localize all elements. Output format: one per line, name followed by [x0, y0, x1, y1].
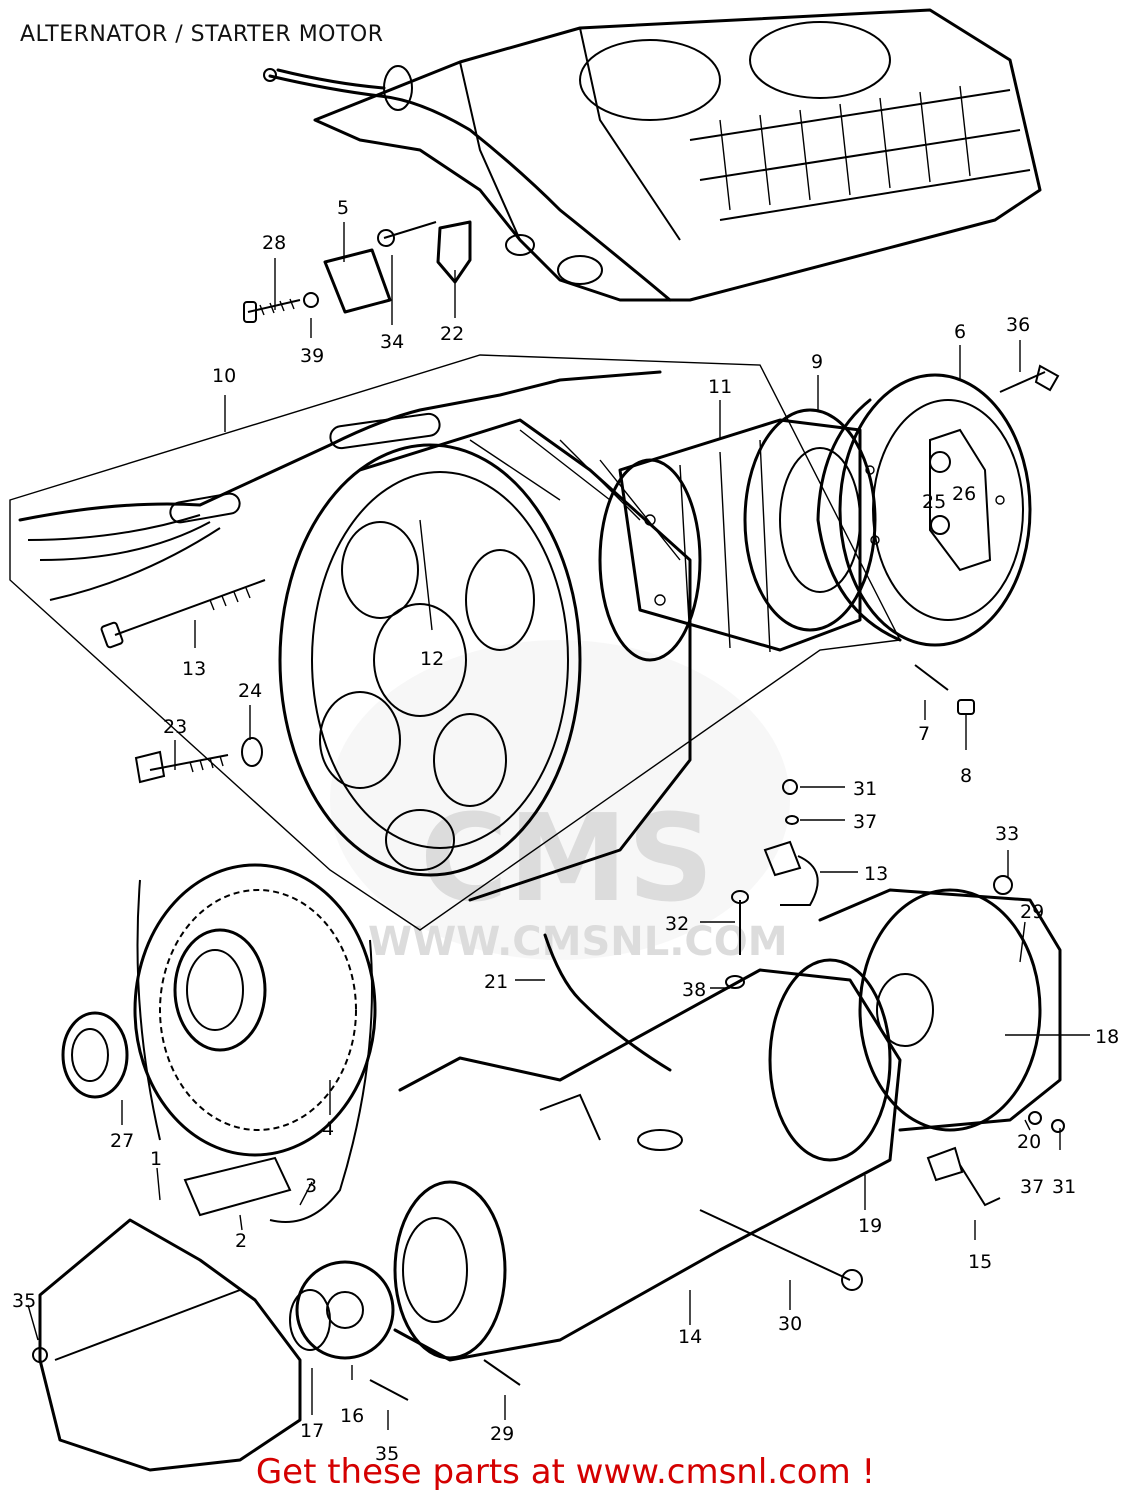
- callout-label: 39: [300, 345, 324, 367]
- callout-label: 30: [778, 1313, 802, 1335]
- footer-cta-link[interactable]: Get these parts at www.cmsnl.com !: [255, 1452, 876, 1492]
- callout-label: 10: [212, 365, 236, 387]
- callout-label: 25: [922, 491, 946, 513]
- callout-label: 9: [811, 351, 823, 373]
- callout-label: 4: [322, 1118, 334, 1140]
- callout-label: 31: [1052, 1176, 1076, 1198]
- callout-label: 37: [853, 811, 877, 833]
- callout-label: 11: [708, 376, 732, 398]
- callout-label: 28: [262, 232, 286, 254]
- callout-label: 29: [1020, 901, 1044, 923]
- callout-label: 8: [960, 765, 972, 787]
- callout-label: 38: [682, 979, 706, 1001]
- callout-label: 35: [12, 1290, 36, 1312]
- callout-label: 3: [305, 1175, 317, 1197]
- callout-label: 34: [380, 331, 404, 353]
- rotor-drawing: [816, 364, 1060, 647]
- callout-label: 22: [440, 323, 464, 345]
- callout-label: 24: [238, 680, 262, 702]
- callout-label: 19: [858, 1215, 882, 1237]
- callout-label: 18: [1095, 1026, 1119, 1048]
- callout-label: 16: [340, 1405, 364, 1427]
- cover-drawing: [32, 1218, 521, 1472]
- callout-label: 36: [1006, 314, 1030, 336]
- callout-labels: 28 5 39 34 22 36 6 10 9 11 25 26 12 13 2…: [12, 197, 1119, 1465]
- callout-label: 29: [490, 1423, 514, 1445]
- leader-lines: [27, 222, 1090, 1430]
- callout-label: 12: [420, 648, 444, 670]
- watermark-url: WWW.CMSNL.COM: [368, 919, 788, 965]
- callout-label: 37: [1020, 1176, 1044, 1198]
- callout-label: 14: [678, 1326, 702, 1348]
- callout-label: 1: [150, 1148, 162, 1170]
- page-title: ALTERNATOR / STARTER MOTOR: [20, 22, 384, 47]
- callout-label: 13: [864, 863, 888, 885]
- watermark: CMS WWW.CMSNL.COM: [330, 640, 790, 965]
- callout-label: 27: [110, 1130, 134, 1152]
- callout-label: 7: [918, 723, 930, 745]
- callout-label: 33: [995, 823, 1019, 845]
- starter-motor-drawing: [393, 779, 1065, 1362]
- callout-label: 32: [665, 913, 689, 935]
- callout-label: 26: [952, 483, 976, 505]
- callout-label: 35: [375, 1443, 399, 1465]
- callout-label: 2: [235, 1230, 247, 1252]
- callout-label: 6: [954, 321, 966, 343]
- callout-label: 20: [1017, 1131, 1041, 1153]
- callout-label: 15: [968, 1251, 992, 1273]
- chain-sprocket-drawing: [61, 863, 377, 1223]
- callout-label: 23: [163, 716, 187, 738]
- callout-label: 5: [337, 197, 349, 219]
- callout-label: 31: [853, 778, 877, 800]
- callout-label: 13: [182, 658, 206, 680]
- watermark-brand: CMS: [420, 790, 714, 929]
- bracket-parts: [243, 220, 472, 323]
- stator-drawing: [9, 354, 975, 931]
- clutch-drawing: [598, 408, 877, 662]
- callout-label: 17: [300, 1420, 324, 1442]
- callout-label: 21: [484, 971, 508, 993]
- crankcase-drawing: [263, 8, 1042, 302]
